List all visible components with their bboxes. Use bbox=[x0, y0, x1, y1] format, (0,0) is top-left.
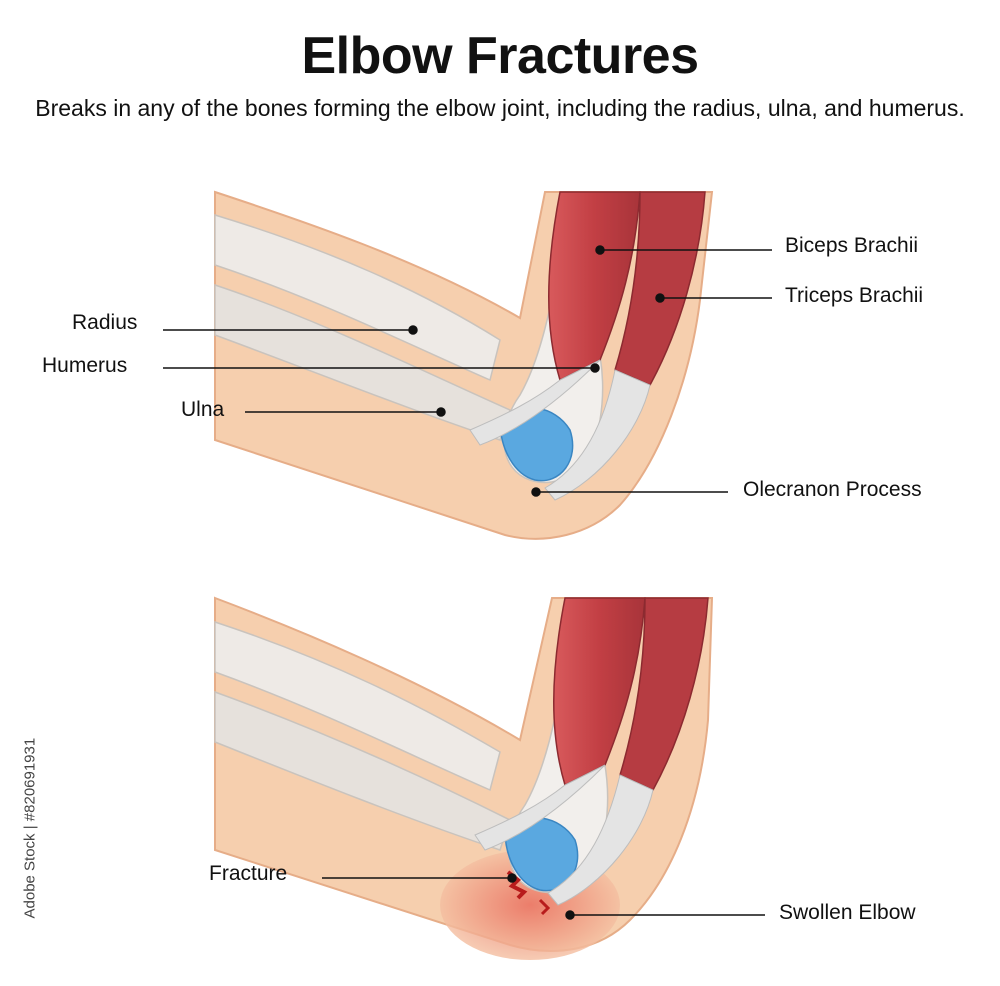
diagram-title: Elbow Fractures bbox=[301, 27, 699, 85]
label-swollen-elbow: Swollen Elbow bbox=[779, 901, 916, 924]
biceps-tendon bbox=[469, 359, 601, 446]
label-humerus: Humerus bbox=[42, 354, 128, 377]
biceps-tendon-fractured bbox=[474, 764, 606, 851]
label-ulna: Ulna bbox=[181, 398, 225, 421]
leader-lines bbox=[163, 245, 772, 920]
stock-watermark-text: Adobe Stock | #820691931 bbox=[21, 737, 39, 919]
fractured-elbow-illustration bbox=[214, 596, 714, 960]
ulna-bone bbox=[214, 283, 511, 441]
diagram-subtitle: Breaks in any of the bones forming the e… bbox=[35, 95, 965, 121]
triceps-tendon-fractured bbox=[547, 774, 654, 906]
label-fracture: Fracture bbox=[209, 862, 288, 885]
normal-elbow-illustration bbox=[214, 190, 714, 540]
label-biceps-brachii: Biceps Brachii bbox=[785, 234, 919, 257]
label-olecranon-process: Olecranon Process bbox=[743, 478, 922, 501]
triceps-tendon bbox=[544, 369, 651, 501]
radius-bone-fractured bbox=[214, 620, 501, 792]
label-radius: Radius bbox=[72, 311, 138, 334]
fracture-crack-2 bbox=[538, 898, 551, 916]
label-triceps-brachii: Triceps Brachii bbox=[785, 284, 924, 307]
ulna-bone-fractured bbox=[214, 690, 511, 851]
radius-bone bbox=[214, 213, 501, 382]
